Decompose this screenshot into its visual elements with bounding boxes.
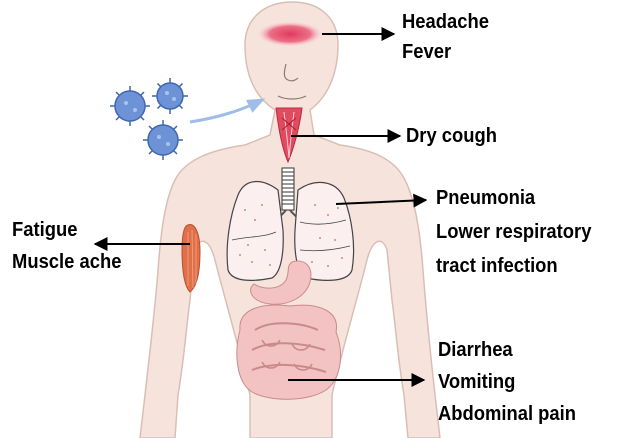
label-muscle-ache: Muscle ache bbox=[12, 250, 121, 274]
label-fatigue: Fatigue bbox=[12, 218, 77, 242]
label-dry-cough: Dry cough bbox=[406, 124, 497, 148]
label-abdominal-pain: Abdominal pain bbox=[438, 402, 576, 426]
label-tract-infection: tract infection bbox=[436, 254, 558, 278]
intestines bbox=[237, 305, 341, 399]
inhalation-arrow-icon bbox=[190, 100, 262, 122]
label-lower-respiratory: Lower respiratory bbox=[436, 220, 591, 244]
label-diarrhea: Diarrhea bbox=[438, 338, 513, 362]
label-fever: Fever bbox=[402, 40, 451, 64]
forehead-inflammation bbox=[256, 21, 324, 47]
arm-muscle bbox=[182, 224, 200, 292]
label-vomiting: Vomiting bbox=[438, 370, 515, 394]
virus-icon bbox=[110, 86, 150, 126]
virus-icon bbox=[143, 120, 183, 160]
label-pneumonia: Pneumonia bbox=[436, 186, 535, 210]
label-headache: Headache bbox=[402, 10, 489, 34]
virus-icon bbox=[152, 78, 188, 114]
